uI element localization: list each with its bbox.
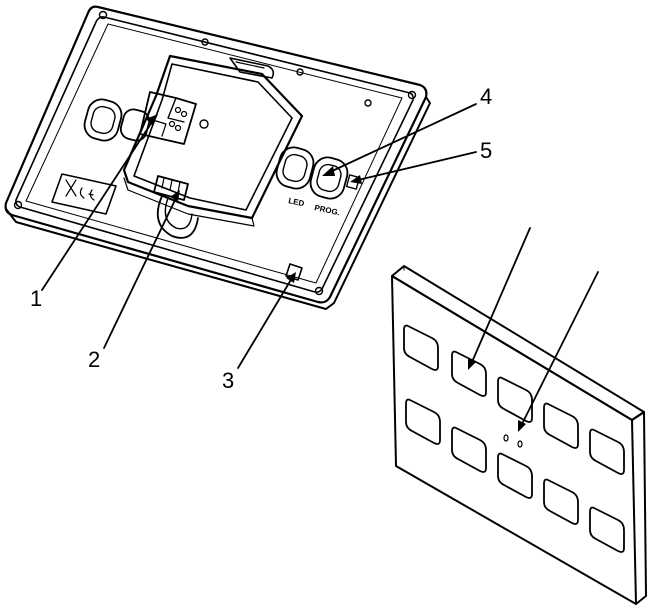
callout-numbers: 1 2 3 4 5: [30, 84, 492, 393]
bus-connector: [153, 175, 199, 239]
button-row-bottom: [405, 398, 625, 553]
callout-5: 5: [480, 138, 492, 163]
terminal-block: [139, 91, 197, 145]
callout-1: 1: [30, 286, 42, 311]
screw-icon: [13, 10, 417, 296]
device-back-view: LED PROG.: [4, 5, 431, 310]
button-row-top: [403, 324, 625, 475]
rating-label: [51, 173, 117, 215]
led-prog-area: LED PROG.: [275, 146, 361, 217]
callout-2: 2: [88, 347, 100, 372]
led-indicator: [517, 440, 523, 448]
callout-3: 3: [222, 368, 234, 393]
led-label: LED: [288, 196, 306, 208]
led-indicator: [503, 434, 509, 442]
leader-lines: [41, 103, 599, 432]
prog-label: PROG.: [314, 203, 341, 217]
callout-4: 4: [480, 84, 492, 109]
electronics-housing: [122, 54, 304, 227]
device-front-view: [391, 265, 647, 605]
